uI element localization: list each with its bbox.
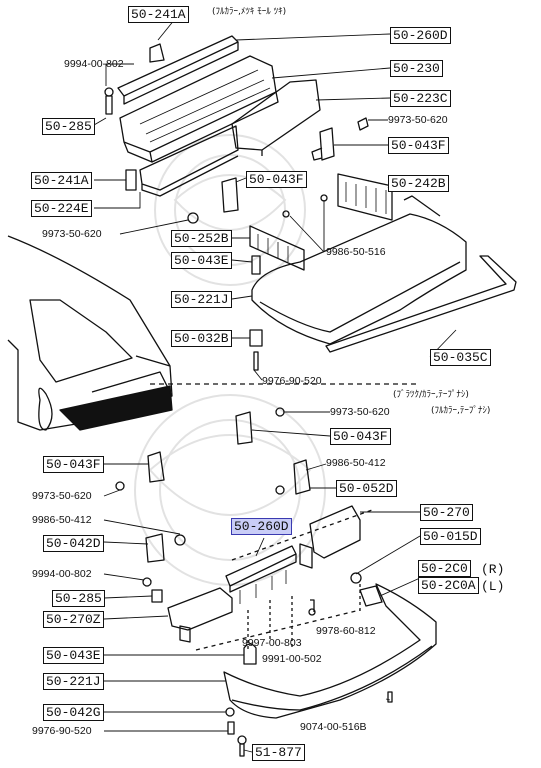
part-ref-label[interactable]: 50-230 — [390, 60, 443, 77]
part-ref-label[interactable]: 50-260D — [390, 27, 451, 44]
part-number-label[interactable]: 9976-90-520 — [262, 375, 322, 387]
part-ref-label[interactable]: 50-285 — [52, 590, 105, 607]
part-ref-label[interactable]: 51-877 — [252, 744, 305, 761]
part-number-label[interactable]: 9973-50-620 — [32, 490, 92, 502]
part-number-label[interactable]: 9994-00-802 — [64, 58, 124, 70]
part-ref-label[interactable]: 50-221J — [43, 673, 104, 690]
part-number-label[interactable]: 9994-00-802 — [32, 568, 92, 580]
part-ref-label[interactable]: 50-241A — [31, 172, 92, 189]
part-number-label[interactable]: 9978-60-812 — [316, 625, 376, 637]
part-ref-label[interactable]: 50-224E — [31, 200, 92, 217]
part-ref-label[interactable]: 50-032B — [171, 330, 232, 347]
part-ref-label[interactable]: 50-242B — [388, 175, 449, 192]
part-ref-label-selected[interactable]: 50-260D — [231, 518, 292, 535]
part-ref-label[interactable]: 50-043F — [43, 456, 104, 473]
part-ref-label[interactable]: 50-2C0 — [418, 560, 471, 577]
part-ref-label[interactable]: 50-270Z — [43, 611, 104, 628]
part-number-label[interactable]: 9991-00-502 — [262, 653, 322, 665]
part-ref-label[interactable]: 50-043F — [246, 171, 307, 188]
part-ref-label[interactable]: 50-015D — [420, 528, 481, 545]
part-ref-label[interactable]: 50-042G — [43, 704, 104, 721]
part-ref-label[interactable]: 50-285 — [42, 118, 95, 135]
part-ref-label[interactable]: 50-043E — [43, 647, 104, 664]
part-ref-label[interactable]: 50-043F — [388, 137, 449, 154]
part-ref-label[interactable]: 50-043E — [171, 252, 232, 269]
note-black-color-no-tape: (ﾌﾞﾗﾂｸ/ｶﾗｰ,ﾃｰﾌﾟﾅｼ) — [393, 390, 469, 400]
part-ref-label[interactable]: 50-241A — [128, 6, 189, 23]
part-number-label[interactable]: 9986-50-412 — [326, 457, 386, 469]
part-ref-label[interactable]: 50-043F — [330, 428, 391, 445]
part-number-label[interactable]: 9986-50-516 — [326, 246, 386, 258]
part-number-label[interactable]: 9074-00-516B — [300, 721, 367, 733]
part-number-label[interactable]: 9986-50-412 — [32, 514, 92, 526]
side-mark-right: (R) — [481, 562, 505, 577]
part-ref-label[interactable]: 50-035C — [430, 349, 491, 366]
part-ref-label[interactable]: 50-223C — [390, 90, 451, 107]
part-ref-label[interactable]: 50-270 — [420, 504, 473, 521]
part-number-label[interactable]: 9976-90-520 — [32, 725, 92, 737]
part-number-label[interactable]: 9973-50-620 — [330, 406, 390, 418]
watermark — [134, 134, 326, 586]
part-ref-label[interactable]: 50-2C0A — [418, 577, 479, 594]
note-full-color-no-tape: (ﾌﾙｶﾗｰ,ﾃｰﾌﾟﾅｼ) — [431, 406, 491, 416]
part-ref-label[interactable]: 50-221J — [171, 291, 232, 308]
part-number-label[interactable]: 9973-50-620 — [42, 228, 102, 240]
note-full-color-with-molding: (ﾌﾙｶﾗｰ,ﾒﾂｷ ﾓｰﾙ ﾂｷ) — [212, 7, 287, 17]
part-number-label[interactable]: 9973-50-620 — [388, 114, 448, 126]
part-ref-label[interactable]: 50-252B — [171, 230, 232, 247]
part-ref-label[interactable]: 50-042D — [43, 535, 104, 552]
part-ref-label[interactable]: 50-052D — [336, 480, 397, 497]
side-mark-left: (L) — [481, 579, 505, 594]
part-number-label[interactable]: 9997-00-803 — [242, 637, 302, 649]
